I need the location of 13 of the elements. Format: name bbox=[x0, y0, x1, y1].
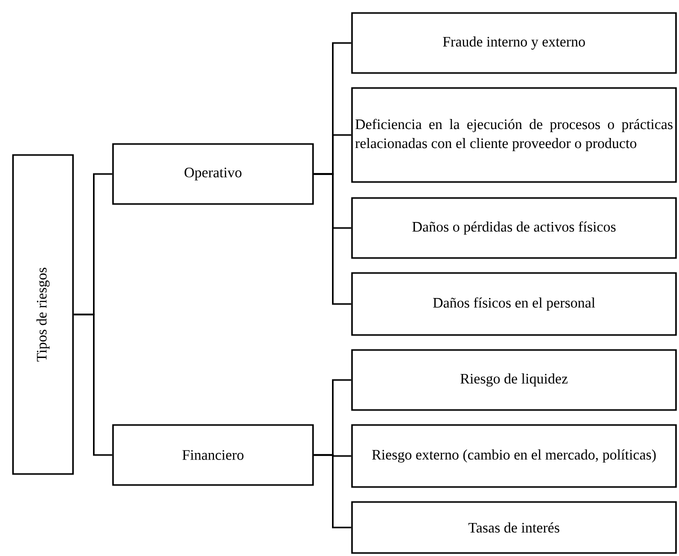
category-box: Tipos de riesgos bbox=[12, 154, 74, 475]
connector-line bbox=[314, 173, 352, 305]
category-box: Riesgo de liquidez bbox=[351, 349, 677, 411]
category-box: Daños físicos en el personal bbox=[351, 272, 677, 336]
connector-line bbox=[314, 454, 352, 528]
category-box: Tasas de interés bbox=[351, 501, 677, 554]
category-box: Fraude interno y externo bbox=[351, 12, 677, 74]
category-box: Daños o pérdidas de activos físicos bbox=[351, 197, 677, 259]
category-box: Deficiencia en la ejecución de procesos o prácticas relacionadas con el cliente proveedor o producto bbox=[351, 87, 677, 183]
category-box: Riesgo externo (cambio en el mercado, políticas) bbox=[351, 424, 677, 488]
connector-line bbox=[74, 314, 112, 456]
category-box: Operativo bbox=[112, 143, 314, 205]
category-box: Financiero bbox=[112, 424, 314, 486]
